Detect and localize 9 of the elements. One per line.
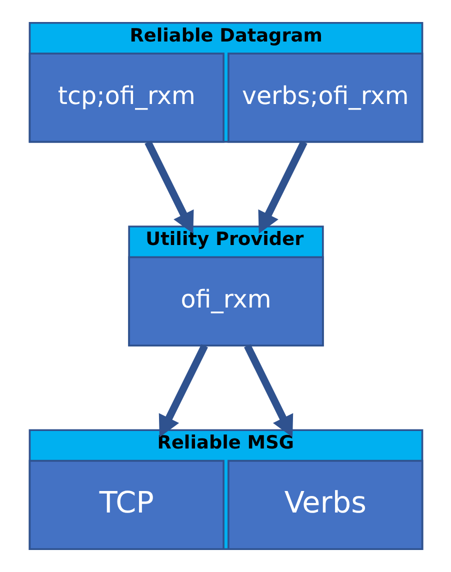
node-box: Verbs [227, 460, 423, 550]
arrow [158, 344, 208, 438]
node-box: TCP [28, 460, 224, 550]
node-box: verbs;ofi_rxm [227, 52, 423, 143]
arrow [258, 140, 307, 234]
node-box: ofi_rxm [128, 256, 324, 346]
arrow [144, 140, 194, 234]
node-box: tcp;ofi_rxm [28, 52, 224, 143]
arrow [244, 344, 293, 438]
